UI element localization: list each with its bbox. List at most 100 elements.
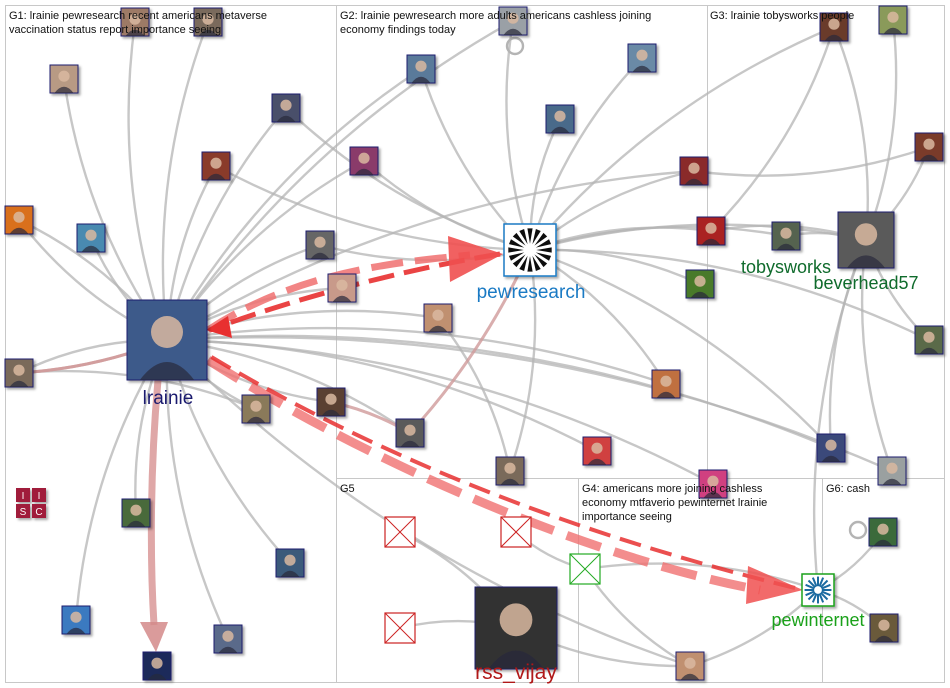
node-g3-n4[interactable]	[914, 325, 944, 355]
edge-g2-n10-lrainie	[165, 326, 667, 386]
node-g5-placeholder-3[interactable]	[384, 612, 416, 644]
node-g2-n2[interactable]	[498, 6, 528, 36]
node-label-pewinternet: pewinternet	[771, 610, 864, 630]
edge-pewinternet-lrainie	[206, 353, 796, 590]
edge-g2-n7-g3-n1	[710, 25, 837, 232]
node-label-rss-vijay: rss_vijay	[475, 661, 557, 684]
node-g2-n11[interactable]	[395, 418, 425, 448]
edge-pewinternet-g4-placeholder-1	[583, 561, 819, 592]
group-box-g6	[822, 478, 945, 683]
node-g3-n3[interactable]	[914, 132, 944, 162]
arrowhead-to-lrainie	[206, 316, 232, 338]
node-g4-n1[interactable]	[675, 651, 705, 681]
group-box-g3	[707, 5, 945, 479]
node-g3-n2[interactable]	[878, 5, 908, 35]
edge-g2-n1-pewresearch	[419, 68, 531, 251]
node-pewresearch[interactable]	[503, 223, 557, 277]
arrowhead-to-pewresearch	[448, 236, 503, 282]
node-g1-n6[interactable]	[4, 205, 34, 235]
node-g1-n10[interactable]	[241, 394, 271, 424]
edge-pink-g2-n11-pewresearch	[408, 248, 532, 435]
node-g2-n5[interactable]	[349, 146, 379, 176]
node-g1-n13[interactable]	[275, 548, 305, 578]
edges-gray	[17, 18, 931, 673]
node-g2-n6[interactable]	[679, 156, 709, 186]
node-g2-n10[interactable]	[651, 369, 681, 399]
node-g3-n1[interactable]	[819, 12, 849, 42]
node-g2-n9[interactable]	[423, 303, 453, 333]
edge-beverhead57-g3-n6	[860, 239, 894, 473]
node-g1-n9[interactable]	[305, 230, 335, 260]
node-g1-n4[interactable]	[271, 93, 301, 123]
edge-g2-n1-lrainie	[165, 67, 422, 342]
edge-beverhead57-g3-n2	[864, 18, 901, 241]
node-g1-n1[interactable]	[49, 64, 79, 94]
node-g4-placeholder-1[interactable]	[569, 553, 601, 585]
node-g5-placeholder-2[interactable]	[500, 516, 532, 548]
group-label-g2: G2: lrainie pewresearch more adults amer…	[340, 10, 654, 36]
node-g1-n15[interactable]	[213, 624, 243, 654]
node-lrainie[interactable]	[126, 299, 208, 381]
node-g1-n17[interactable]	[327, 273, 357, 303]
edge-g2-n14-lrainie	[165, 334, 714, 486]
group-label-g6: G6: cash	[826, 483, 870, 495]
self-loop-g6	[848, 520, 868, 540]
edge-g3-n6-lrainie	[165, 333, 893, 473]
node-g1-n12[interactable]	[121, 498, 151, 528]
node-label-beverhead57: beverhead57	[813, 273, 918, 293]
edge-g1-n2-lrainie	[127, 21, 170, 342]
group-label-g5: G5	[340, 483, 355, 495]
node-g2-n12[interactable]	[495, 456, 525, 486]
node-tobysworks[interactable]	[771, 221, 801, 251]
arrowhead-to-imagining	[140, 622, 168, 652]
node-g2-n13[interactable]	[582, 436, 612, 466]
node-g1-n14[interactable]	[61, 605, 91, 635]
node-g3-n6[interactable]	[877, 456, 907, 486]
edge-lrainie-imagining	[147, 379, 162, 626]
node-g2-n4[interactable]	[545, 104, 575, 134]
node-label-lrainie: lrainie	[143, 388, 194, 409]
edge-beverhead57-g3-n1	[832, 25, 869, 241]
edge-beverhead57-pewinternet	[810, 239, 868, 592]
edge-g3-n4-pewresearch	[528, 243, 930, 342]
edge-lrainie-pewresearch	[206, 251, 471, 333]
arrowhead-to-pewinternet	[746, 566, 803, 604]
node-g2-n7[interactable]	[696, 216, 726, 246]
node-label-tobysworks: tobysworks	[741, 257, 831, 277]
node-g1-n5[interactable]	[201, 151, 231, 181]
node-g1-n11[interactable]	[316, 387, 346, 417]
group-label-g4: G4: americans more joining cashless econ…	[582, 483, 770, 523]
node-pewinternet[interactable]	[801, 573, 835, 607]
node-g1-n3[interactable]	[193, 7, 223, 37]
node-g1-n8[interactable]	[4, 358, 34, 388]
node-g1-n2[interactable]	[120, 7, 150, 37]
edge-g2-n2-lrainie	[166, 19, 514, 341]
node-labels: lrainie pewresearch tobysworks beverhead…	[143, 257, 919, 684]
node-beverhead57[interactable]	[837, 211, 895, 269]
node-g2-n8[interactable]	[685, 269, 715, 299]
isc-letter: I	[38, 491, 41, 502]
node-g6-n2[interactable]	[869, 613, 899, 643]
node-g2-n1[interactable]	[406, 54, 436, 84]
node-rss-vijay[interactable]	[474, 586, 558, 670]
node-g5-placeholder-1[interactable]	[384, 516, 416, 548]
self-loop-g2-top	[505, 36, 525, 56]
node-g1-n7[interactable]	[76, 223, 106, 253]
group-label-g1: G1: lrainie pewresearch recent americans…	[9, 10, 270, 36]
edge-g3-n1-pewresearch	[529, 25, 835, 251]
group-label-g3: G3: lrainie tobysworks people	[710, 10, 854, 22]
isc-letter: C	[35, 507, 42, 518]
node-g1-n16[interactable]	[142, 651, 172, 681]
edge-g3-n5-pewresearch	[528, 248, 832, 449]
edge-g1-n5-pewresearch	[215, 164, 532, 256]
node-label-pewresearch: pewresearch	[477, 282, 586, 303]
node-g3-n5[interactable]	[816, 433, 846, 463]
edge-g2-n3-pewresearch	[527, 57, 643, 252]
node-g2-n3[interactable]	[627, 43, 657, 73]
node-g6-n1[interactable]	[868, 517, 898, 547]
isc-letter: S	[20, 507, 27, 518]
edge-g2-n12-g2-n9	[437, 317, 512, 472]
node-g2-n14[interactable]	[698, 469, 728, 499]
